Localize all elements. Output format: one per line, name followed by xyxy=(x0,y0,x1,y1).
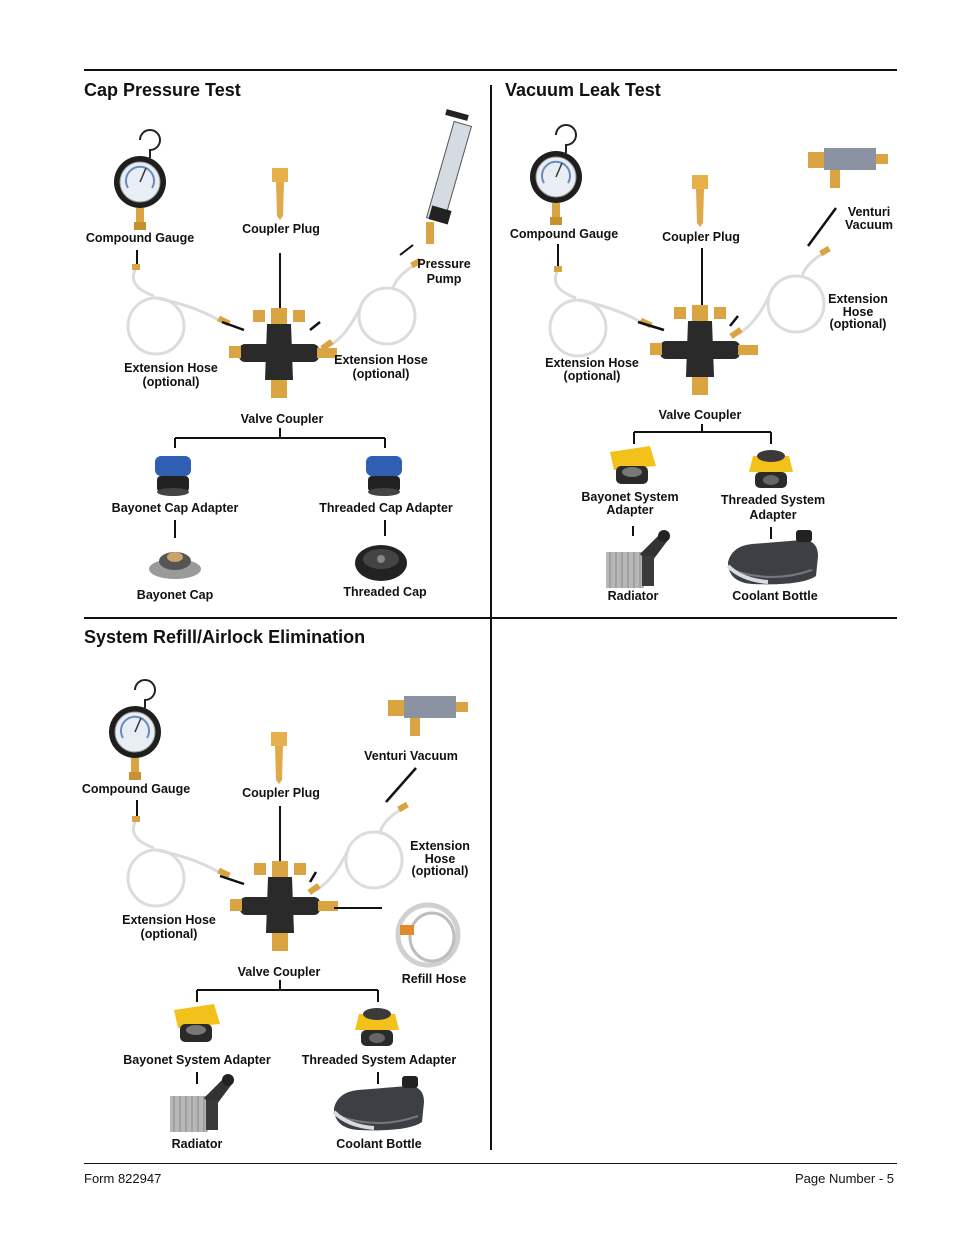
cap-compound-gauge-label: Compound Gauge xyxy=(85,231,195,245)
cap-threaded-cap-adapter-label: Threaded Cap Adapter xyxy=(319,501,453,515)
vac-threaded-system-label-2: Adapter xyxy=(749,508,797,522)
vac-venturi-label-2: Vacuum xyxy=(845,218,893,232)
refill-ext-hose-right-label-2: Hose xyxy=(424,852,456,866)
cap-threaded-cap-label: Threaded Cap xyxy=(343,585,427,599)
refill-ext-hose-right-label-1: Extension xyxy=(410,839,470,853)
vac-ext-hose-left-label-2: (optional) xyxy=(563,369,621,383)
page-number: Page Number - 5 xyxy=(795,1171,894,1186)
vac-venturi-label-1: Venturi xyxy=(847,205,891,219)
vac-valve-coupler-label: Valve Coupler xyxy=(658,408,742,422)
cap-bayonet-cap-adapter-label: Bayonet Cap Adapter xyxy=(111,501,239,515)
cap-ext-hose-right-label-1: Extension Hose xyxy=(334,353,428,367)
mid-rule xyxy=(84,617,897,619)
cap-ext-hose-left-label-2: (optional) xyxy=(142,375,200,389)
system-refill-title: System Refill/Airlock Elimination xyxy=(84,627,366,647)
top-rule xyxy=(84,69,897,71)
vac-coolant-bottle-label: Coolant Bottle xyxy=(732,589,818,603)
cap-pressure-pump-label-1: Pressure xyxy=(417,257,471,271)
refill-coolant-bottle-label: Coolant Bottle xyxy=(336,1137,422,1151)
vac-ext-hose-right-label-1: Extension xyxy=(828,292,888,306)
cap-ext-hose-right-label-2: (optional) xyxy=(352,367,410,381)
refill-compound-gauge-label: Compound Gauge xyxy=(81,782,191,796)
vac-bayonet-system-label-2: Adapter xyxy=(606,503,654,517)
cap-ext-hose-left-label-1: Extension Hose xyxy=(124,361,218,375)
refill-ext-hose-right-label-3: (optional) xyxy=(411,864,469,878)
vac-ext-hose-right-label-3: (optional) xyxy=(829,317,887,331)
cap-bayonet-cap-label: Bayonet Cap xyxy=(136,588,214,602)
vac-ext-hose-right-label-2: Hose xyxy=(842,305,874,319)
cap-pressure-pump-label-2: Pump xyxy=(426,272,462,286)
refill-venturi-label: Venturi Vacuum xyxy=(364,749,458,763)
cap-pressure-title: Cap Pressure Test xyxy=(84,80,241,100)
vac-bayonet-system-label-1: Bayonet System xyxy=(581,490,679,504)
vac-compound-gauge-label: Compound Gauge xyxy=(509,227,619,241)
refill-bayonet-system-label: Bayonet System Adapter xyxy=(123,1053,271,1067)
refill-ext-hose-left-label-2: (optional) xyxy=(140,927,198,941)
cap-valve-coupler-label: Valve Coupler xyxy=(240,412,324,426)
refill-radiator-label: Radiator xyxy=(171,1137,223,1151)
refill-hose-label: Refill Hose xyxy=(401,972,467,986)
vac-radiator-label: Radiator xyxy=(607,589,659,603)
footer-rule xyxy=(84,1163,897,1164)
refill-coupler-plug-label: Coupler Plug xyxy=(242,786,320,800)
refill-threaded-system-label: Threaded System Adapter xyxy=(301,1053,457,1067)
form-number: Form 822947 xyxy=(84,1171,162,1186)
cap-coupler-plug-label: Coupler Plug xyxy=(242,222,320,236)
refill-ext-hose-left-label-1: Extension Hose xyxy=(122,913,216,927)
vac-ext-hose-left-label-1: Extension Hose xyxy=(545,356,639,370)
refill-valve-coupler-label: Valve Coupler xyxy=(237,965,321,979)
vac-threaded-system-label-1: Threaded System xyxy=(720,493,826,507)
vacuum-leak-title: Vacuum Leak Test xyxy=(505,80,661,100)
vac-coupler-plug-label: Coupler Plug xyxy=(662,230,740,244)
